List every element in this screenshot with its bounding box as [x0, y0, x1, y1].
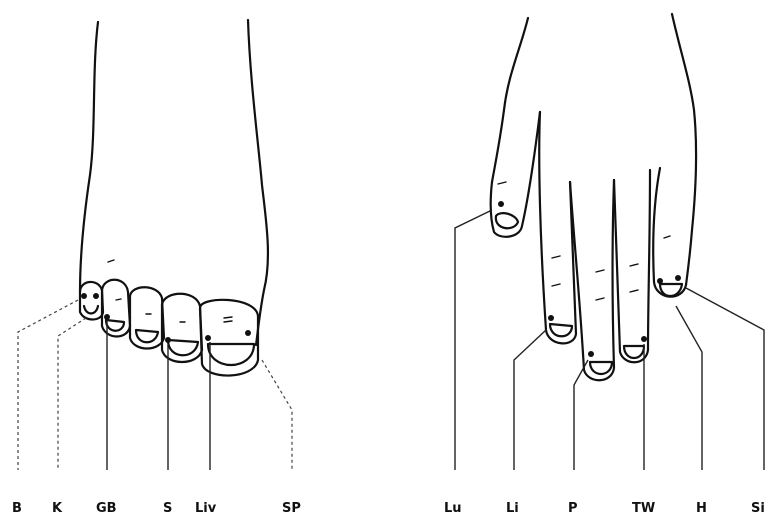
point-P: [588, 351, 594, 357]
leader-K: [58, 318, 86, 470]
label-Li: Li: [506, 501, 519, 516]
foot-toe-3: [130, 287, 164, 348]
toenail-4: [106, 320, 124, 331]
finger-crease-marks: [498, 182, 670, 300]
leader-H: [676, 306, 702, 470]
point-S: [165, 337, 171, 343]
leader-P: [574, 360, 588, 470]
toenail-2: [168, 340, 198, 355]
point-Li: [548, 315, 554, 321]
leader-Lu: [455, 210, 492, 470]
leader-SP: [262, 360, 292, 470]
point-B: [81, 293, 87, 299]
label-K: K: [52, 501, 63, 516]
leader-Si: [686, 288, 764, 470]
hand-outline-left: [492, 18, 528, 182]
toenail-1: [208, 344, 254, 365]
label-SP: SP: [282, 501, 301, 516]
fingernail-middle: [590, 362, 612, 374]
toenail-5: [84, 306, 98, 314]
label-Liv: Liv: [195, 501, 217, 516]
point-Lu: [498, 201, 504, 207]
point-GB: [104, 314, 110, 320]
leader-Li: [514, 330, 546, 470]
hand-illustration: [491, 14, 696, 380]
label-TW: TW: [632, 501, 655, 516]
fingernail-index: [550, 324, 572, 336]
hand-outline-right: [672, 14, 696, 285]
hand-finger-index: [539, 112, 576, 343]
foot-outline-left: [80, 22, 98, 292]
toenail-3: [136, 330, 158, 342]
hand-labels: Lu Li P TW H Si: [444, 501, 765, 516]
hand-finger-middle: [570, 180, 614, 380]
label-H: H: [696, 501, 707, 516]
label-B: B: [12, 501, 22, 516]
foot-outline-right: [248, 20, 268, 345]
foot-illustration: [80, 20, 268, 376]
label-P: P: [568, 501, 578, 516]
leader-B: [18, 300, 78, 470]
foot-labels: B K GB S Liv SP: [12, 501, 301, 516]
label-GB: GB: [96, 501, 117, 516]
label-Si: Si: [751, 501, 765, 516]
point-TW: [641, 336, 647, 342]
foot-toe-4: [102, 280, 130, 337]
point-Si: [675, 275, 681, 281]
thumbnail: [496, 213, 518, 228]
point-SP: [245, 330, 251, 336]
hand-leaders: [455, 210, 764, 470]
foot-leaders: [18, 300, 292, 470]
label-Lu: Lu: [444, 501, 462, 516]
toe-crease-marks: [108, 260, 232, 322]
point-Liv: [205, 335, 211, 341]
hand-finger-little: [653, 168, 686, 297]
fingernail-ring: [624, 346, 644, 358]
point-H: [657, 278, 663, 284]
point-K: [93, 293, 99, 299]
label-S: S: [163, 501, 172, 516]
